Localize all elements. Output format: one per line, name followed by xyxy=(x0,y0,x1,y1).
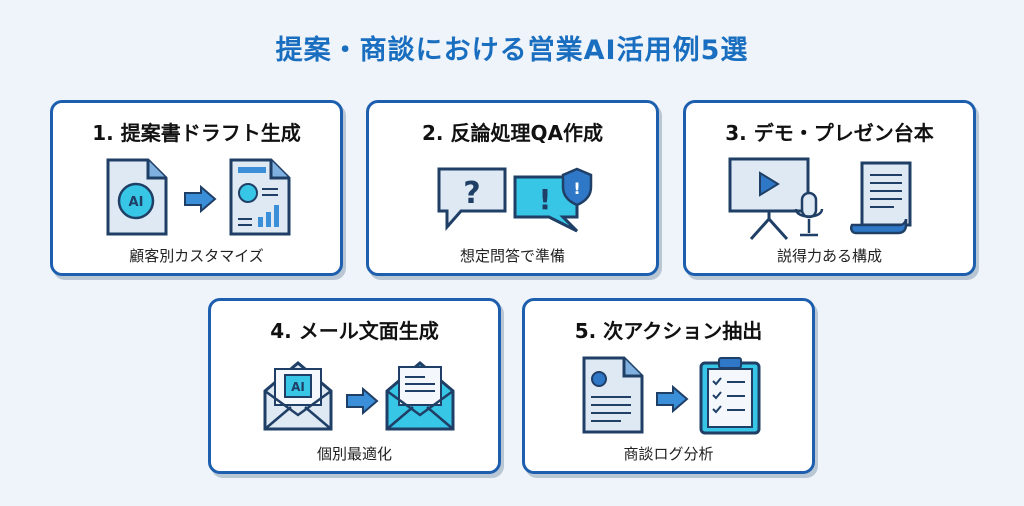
card-heading: 4. メール文面生成 xyxy=(270,319,439,343)
svg-text:!: ! xyxy=(573,179,580,198)
exclamation-shield-bubble-icon: !! xyxy=(513,167,593,233)
svg-text:!: ! xyxy=(539,183,552,216)
log-document-icon xyxy=(582,356,644,434)
presentation-screen-icon xyxy=(728,157,824,241)
card-subtitle: 個別最適化 xyxy=(316,445,392,463)
card-email-generation: 4. メール文面生成 AI 個別最適化 xyxy=(208,298,501,474)
question-bubble-icon: ? xyxy=(437,167,507,231)
card-subtitle: 説得力ある構成 xyxy=(776,247,882,265)
ai-document-icon: AI xyxy=(106,158,168,236)
card-subtitle: 商談ログ分析 xyxy=(623,445,714,463)
card-heading: 2. 反論処理QA作成 xyxy=(422,121,603,145)
card-heading: 1. 提案書ドラフト生成 xyxy=(92,121,301,145)
arrow-right-icon xyxy=(656,385,689,413)
arrow-right-icon xyxy=(184,185,217,213)
card-demo-script: 3. デモ・プレゼン台本 説得力ある構成 xyxy=(683,100,976,276)
svg-text:AI: AI xyxy=(129,195,144,210)
checklist-clipboard-icon xyxy=(699,357,761,435)
ai-envelope-icon: AI xyxy=(263,361,333,431)
card-proposal-draft: 1. 提案書ドラフト生成 AI 顧客別カスタマイズ xyxy=(50,100,343,276)
page-title: 提案・商談における営業AI活用例5選 xyxy=(275,35,749,66)
arrow-right-icon xyxy=(346,387,379,415)
svg-text:AI: AI xyxy=(291,380,305,394)
svg-text:?: ? xyxy=(463,176,480,211)
script-scroll-icon xyxy=(849,161,912,235)
card-objection-qa: 2. 反論処理QA作成 ? !! 想定問答で準備 xyxy=(366,100,659,276)
card-subtitle: 顧客別カスタマイズ xyxy=(129,247,264,265)
card-heading: 5. 次アクション抽出 xyxy=(574,319,763,343)
report-document-icon xyxy=(229,158,291,236)
card-subtitle: 想定問答で準備 xyxy=(459,247,565,265)
document-envelope-icon xyxy=(385,361,455,431)
card-next-action: 5. 次アクション抽出 商談ログ分析 xyxy=(522,298,815,474)
card-heading: 3. デモ・プレゼン台本 xyxy=(725,121,934,145)
